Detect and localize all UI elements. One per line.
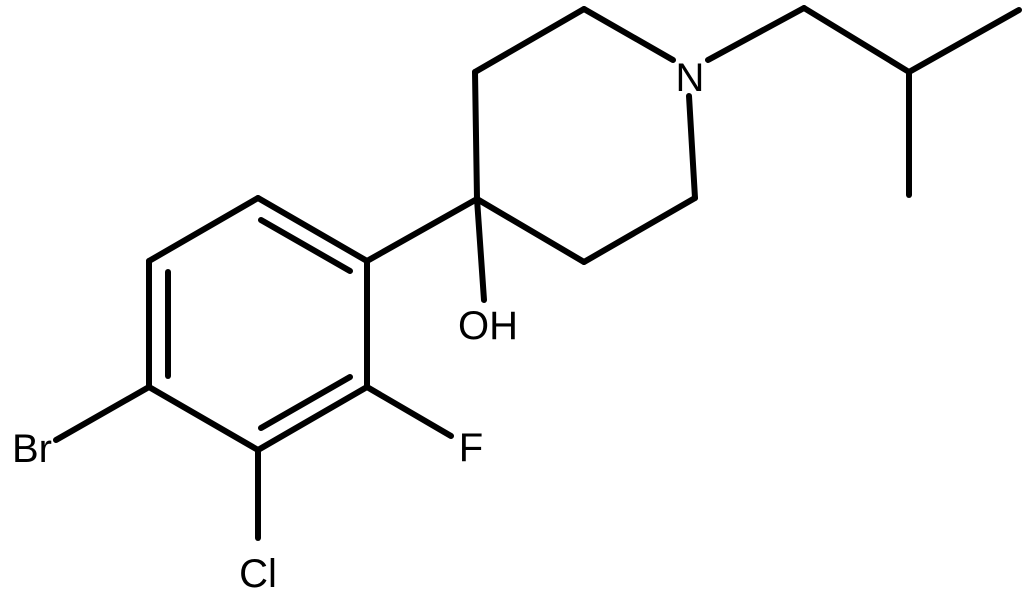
atom-label-bromine: Br: [12, 427, 52, 471]
bond-c4-c3: [472, 69, 480, 202]
bond-n-c6: [686, 93, 698, 201]
bond-ar1-ar2: [255, 195, 370, 264]
bond-ar4-ar5: [146, 384, 261, 453]
bond-c2-n: [581, 6, 676, 63]
bond-ar6-f: [364, 384, 454, 439]
aromatic-inner-bond-1: [258, 217, 353, 274]
atom-label-nitrogen: N: [676, 56, 705, 100]
benzene-ring: [146, 195, 370, 453]
atom-label-fluorine: F: [459, 426, 483, 470]
isobutyl-chain: [705, 5, 1022, 198]
bond-ch-ch3-a: [906, 7, 1022, 75]
bond-c3-c2: [472, 6, 587, 75]
bond-c4-aryl: [364, 196, 480, 264]
bond-c4-oh: [474, 196, 487, 303]
bond-c5-c4: [474, 196, 587, 265]
bond-ar4-br: [53, 384, 152, 443]
bond-ar5-ar6: [255, 384, 370, 453]
aromatic-inner-bond-3: [258, 374, 353, 431]
atom-label-hydroxyl: OH: [458, 304, 518, 348]
bond-ar2-ar3: [146, 195, 261, 264]
bond-ch2-ch: [801, 5, 912, 75]
bond-n-ch2: [705, 5, 807, 63]
atom-label-chlorine: Cl: [239, 552, 277, 596]
piperidine-ring: [472, 6, 698, 265]
bond-c6-c5: [581, 195, 698, 265]
